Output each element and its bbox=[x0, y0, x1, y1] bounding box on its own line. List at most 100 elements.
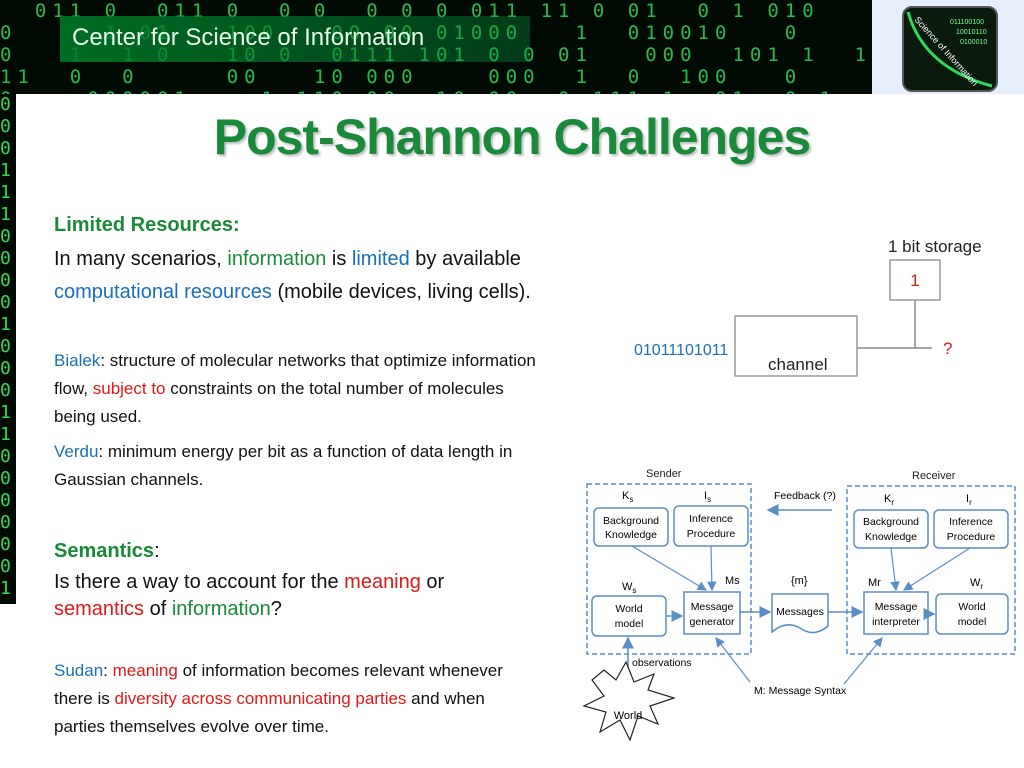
highlight-diversity: diversity across communicating parties bbox=[114, 689, 407, 708]
matrix-row: 1 bbox=[0, 402, 11, 423]
text-run: : minimum energy per bit as a function o… bbox=[98, 442, 513, 461]
messages-box bbox=[771, 593, 829, 634]
verdu-line-1: Verdu: minimum energy per bit as a funct… bbox=[54, 442, 512, 462]
highlight-semantics: semantics bbox=[54, 598, 145, 620]
text-run: constraints on the total number of molec… bbox=[165, 379, 504, 398]
sudan-name: Sudan bbox=[54, 661, 104, 680]
text-run: of bbox=[144, 598, 172, 620]
receiver-wm-line2: model bbox=[958, 616, 987, 628]
logo-graphic: 011100100 10010110 0100010 Science of In… bbox=[906, 11, 993, 88]
sender-wm-line1: World bbox=[615, 603, 642, 615]
sender-ip-line1: Inference bbox=[689, 513, 733, 525]
sudan-line-2: there is diversity across communicating … bbox=[54, 689, 485, 709]
matrix-row: 0 bbox=[0, 270, 11, 291]
mr-label: Mr bbox=[868, 577, 881, 589]
arrow-bk-to-gen bbox=[631, 545, 708, 591]
matrix-row: 0 bbox=[0, 336, 11, 357]
logo-bits-2: 10010110 bbox=[956, 29, 987, 36]
matrix-row: 0 bbox=[0, 380, 11, 401]
bialek-line-3: being used. bbox=[54, 407, 142, 426]
text-run: there is bbox=[54, 689, 115, 708]
matrix-row: 1 bbox=[0, 182, 11, 203]
slide-title: Post-Shannon Challenges bbox=[213, 109, 812, 165]
matrix-row: 0 bbox=[0, 512, 11, 533]
highlight-information: information bbox=[227, 248, 327, 270]
ws-label: Ws bbox=[622, 581, 636, 595]
text-run: and when bbox=[406, 689, 485, 708]
arrow-syntax-to-gen bbox=[715, 637, 751, 683]
channel-box bbox=[734, 315, 858, 377]
matrix-row: 11 0 0 00 10 000 000 1 0 100 0 0 10 1 00 bbox=[0, 66, 803, 88]
storage-bit: 1 bbox=[910, 271, 919, 290]
semantics-heading: Semantics: bbox=[54, 540, 160, 563]
receiver-wm-line1: World bbox=[958, 601, 985, 613]
text-run: : bbox=[154, 540, 160, 562]
limited-line-1: In many scenarios, information is limite… bbox=[54, 248, 521, 271]
world-label: World bbox=[614, 710, 643, 722]
highlight-subject-to: subject to bbox=[92, 379, 166, 398]
center-title: Center for Science of Information bbox=[72, 24, 425, 51]
storage-cell bbox=[889, 259, 941, 301]
text-run: Is there a way to account for the bbox=[54, 571, 345, 593]
highlight-computational: computational resources bbox=[54, 281, 272, 303]
sender-bk-line1: Background bbox=[603, 515, 659, 527]
highlight-meaning: meaning bbox=[344, 571, 421, 593]
matrix-row: 1 bbox=[0, 314, 11, 335]
sender-world-model bbox=[591, 595, 667, 637]
is-label: Is bbox=[704, 490, 711, 504]
receiver-bk-line2: Knowledge bbox=[865, 531, 917, 543]
matrix-row: 0 bbox=[0, 556, 11, 577]
ir-label: Ir bbox=[966, 493, 972, 507]
logo-area: 011100100 10010110 0100010 Science of In… bbox=[872, 0, 1024, 94]
matrix-row: 1 bbox=[0, 160, 11, 181]
storage-diagram: 1 bit storage 1 channel 01011101011 ? bbox=[634, 237, 982, 377]
receiver-ip-line1: Inference bbox=[949, 516, 993, 528]
header-banner: 011 0 011 0 0 0 0 0 0 011 11 0 01 0 1 01… bbox=[0, 0, 872, 94]
matrix-row: 0 bbox=[0, 94, 11, 115]
sender-label: Sender bbox=[646, 468, 682, 480]
verdu-name: Verdu bbox=[54, 442, 99, 461]
world-burst-shape bbox=[582, 660, 676, 742]
sender-background-knowledge bbox=[593, 507, 669, 547]
sender-inference-procedure bbox=[673, 505, 749, 547]
observations-label: observations bbox=[632, 657, 692, 669]
text-run: by available bbox=[409, 248, 521, 270]
text-run: : bbox=[103, 661, 113, 680]
ms-label: Ms bbox=[725, 575, 740, 587]
sender-wm-line2: model bbox=[615, 618, 644, 630]
matrix-row: 0 bbox=[0, 490, 11, 511]
matrix-row: 0 bbox=[0, 358, 11, 379]
bialek-line-2: flow, subject to constraints on the tota… bbox=[54, 379, 504, 399]
matrix-row: 0 bbox=[0, 248, 11, 269]
sudan-line-1: Sudan: meaning of information becomes re… bbox=[54, 661, 503, 681]
matrix-row: 011 0 011 0 0 0 0 0 0 011 11 0 01 0 1 01… bbox=[34, 0, 820, 22]
sender-box bbox=[586, 483, 752, 655]
matrix-row: 1 bbox=[0, 578, 11, 599]
text-run: is bbox=[326, 248, 352, 270]
receiver-inference-procedure bbox=[933, 509, 1009, 549]
output-question: ? bbox=[943, 339, 952, 358]
messages-label: Messages bbox=[776, 606, 824, 618]
m-label: {m} bbox=[791, 575, 808, 587]
text-run: In many scenarios, bbox=[54, 248, 228, 270]
semantics-line-2: semantics of information? bbox=[54, 598, 282, 621]
channel-label: channel bbox=[768, 355, 828, 374]
semantics-word: Semantics bbox=[54, 540, 155, 562]
matrix-row: 0 bbox=[0, 226, 11, 247]
receiver-bk-line1: Background bbox=[863, 516, 919, 528]
matrix-row: 0 bbox=[0, 468, 11, 489]
highlight-meaning: meaning bbox=[112, 661, 178, 680]
receiver-box bbox=[846, 485, 1016, 655]
verdu-line-2: Gaussian channels. bbox=[54, 470, 204, 489]
matrix-row: 1 bbox=[0, 204, 11, 225]
highlight-information: information bbox=[171, 598, 271, 620]
bialek-name: Bialek bbox=[54, 351, 101, 370]
logo-bits-3: 0100010 bbox=[960, 39, 987, 46]
receiver-label: Receiver bbox=[912, 470, 956, 482]
limited-line-2: computational resources (mobile devices,… bbox=[54, 281, 531, 304]
matrix-row: 1 bbox=[0, 424, 11, 445]
logo-bits-1: 011100100 bbox=[950, 19, 984, 26]
text-run: ? bbox=[270, 598, 282, 620]
text-run: or bbox=[420, 571, 445, 593]
